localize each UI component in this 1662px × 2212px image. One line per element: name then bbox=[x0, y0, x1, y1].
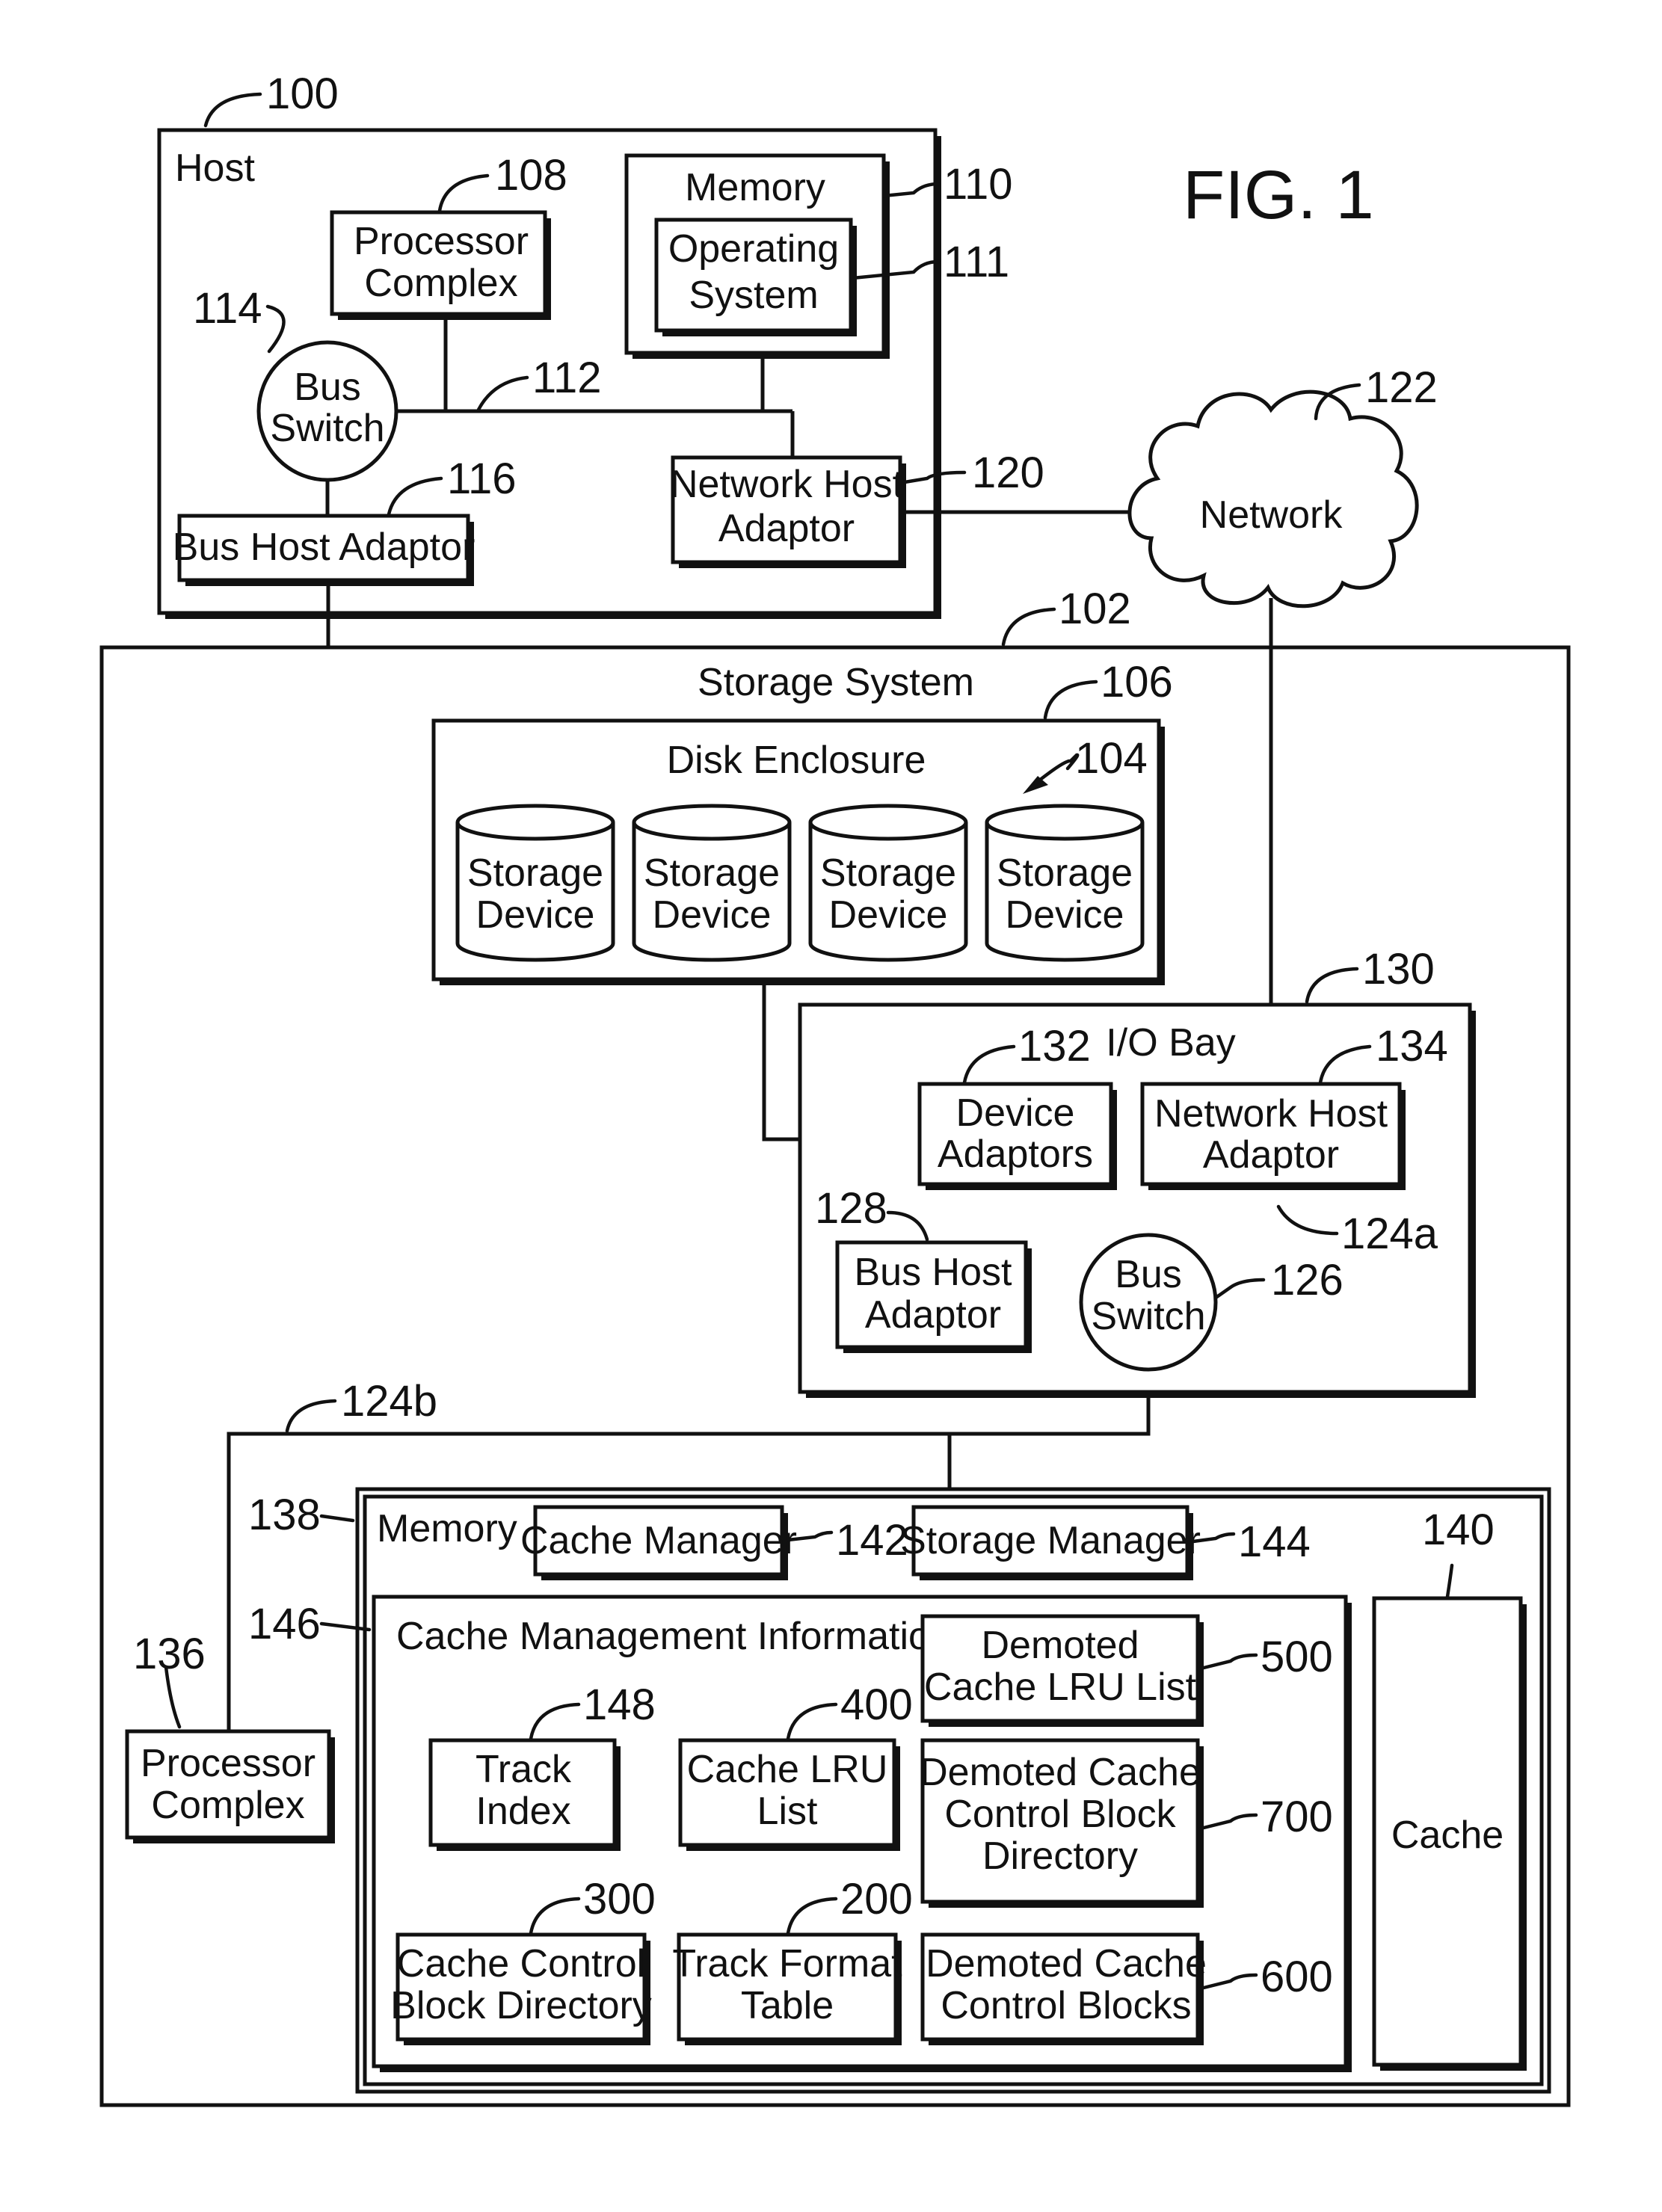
storage-system-ref: 102 bbox=[1059, 585, 1131, 633]
disk-enclosure-ref: 106 bbox=[1101, 658, 1173, 706]
svg-text:Block Directory: Block Directory bbox=[390, 1984, 652, 2027]
svg-text:Storage: Storage bbox=[820, 851, 956, 895]
svg-text:Cache Manager: Cache Manager bbox=[520, 1519, 797, 1562]
svg-text:Cache LRU List: Cache LRU List bbox=[924, 1666, 1197, 1709]
svg-text:Processor: Processor bbox=[354, 220, 529, 263]
storage-devices-ref: 104 bbox=[1075, 734, 1148, 783]
cache-control-block-directory-ref: 300 bbox=[583, 1875, 656, 1923]
svg-text:Cache: Cache bbox=[1391, 1814, 1504, 1857]
svg-text:Switch: Switch bbox=[270, 407, 384, 450]
svg-text:Storage: Storage bbox=[997, 851, 1133, 895]
svg-text:Cache Control: Cache Control bbox=[397, 1942, 645, 1985]
host-bus-host-adaptor-ref: 116 bbox=[447, 455, 516, 503]
svg-text:Track: Track bbox=[475, 1748, 572, 1791]
track-index-ref: 148 bbox=[583, 1680, 656, 1729]
svg-text:Device: Device bbox=[829, 893, 948, 937]
svg-text:Control Block: Control Block bbox=[944, 1793, 1176, 1836]
host-memory: Memory 110 Operating System 111 bbox=[627, 155, 1012, 359]
demoted-cache-control-block-directory-ref: 700 bbox=[1261, 1793, 1333, 1841]
svg-text:Index: Index bbox=[475, 1790, 570, 1833]
host-bus-ref: 112 bbox=[532, 354, 601, 402]
network-cloud: Network 122 bbox=[1130, 363, 1438, 606]
svg-text:Storage Manager: Storage Manager bbox=[900, 1519, 1201, 1562]
storage-processor-complex-ref: 136 bbox=[133, 1630, 206, 1678]
svg-text:Bus: Bus bbox=[294, 366, 361, 409]
svg-text:Demoted: Demoted bbox=[982, 1624, 1139, 1667]
svg-text:Cache LRU: Cache LRU bbox=[687, 1748, 888, 1791]
storage-device-4: Storage Device bbox=[987, 806, 1142, 960]
io-bay-title: I/O Bay bbox=[1106, 1021, 1235, 1065]
svg-text:Device: Device bbox=[476, 893, 595, 937]
operating-system-ref: 111 bbox=[944, 238, 1009, 286]
svg-text:Table: Table bbox=[741, 1984, 834, 2027]
network-ref: 122 bbox=[1365, 363, 1438, 412]
svg-text:Control Blocks: Control Blocks bbox=[941, 1984, 1191, 2027]
svg-text:Complex: Complex bbox=[151, 1784, 304, 1827]
cache-management-information-ref: 146 bbox=[248, 1600, 321, 1648]
storage-memory-title: Memory bbox=[377, 1507, 517, 1550]
svg-text:Demoted Cache: Demoted Cache bbox=[920, 1751, 1201, 1794]
svg-text:Adaptor: Adaptor bbox=[718, 507, 855, 550]
svg-text:Network Host: Network Host bbox=[1154, 1092, 1388, 1136]
host-memory-ref: 110 bbox=[944, 160, 1012, 209]
host-network-host-adaptor: Network Host Adaptor 120 bbox=[670, 449, 1044, 568]
host-network-host-adaptor-ref: 120 bbox=[972, 449, 1044, 497]
cache-management-information: Cache Management Information 146 Track I… bbox=[248, 1597, 1352, 2072]
host-processor-complex-ref: 108 bbox=[495, 151, 567, 200]
cache-management-information-title: Cache Management Information bbox=[396, 1615, 952, 1658]
svg-text:Complex: Complex bbox=[364, 262, 517, 305]
svg-text:System: System bbox=[689, 274, 818, 317]
svg-text:Device: Device bbox=[956, 1091, 1075, 1135]
svg-text:Adaptor: Adaptor bbox=[1203, 1133, 1339, 1177]
storage-manager-ref: 144 bbox=[1238, 1518, 1311, 1566]
svg-text:Device: Device bbox=[1006, 893, 1124, 937]
storage-device-3: Storage Device bbox=[810, 806, 966, 960]
io-bay-bus-host-adaptor-ref: 128 bbox=[815, 1184, 887, 1233]
demoted-cache-control-blocks-ref: 600 bbox=[1261, 1953, 1333, 2001]
svg-text:124a: 124a bbox=[1341, 1210, 1438, 1258]
cache-manager-ref: 142 bbox=[836, 1516, 908, 1565]
svg-text:Bus Host Adaptor: Bus Host Adaptor bbox=[173, 526, 475, 569]
network-label: Network bbox=[1200, 493, 1344, 537]
svg-text:List: List bbox=[757, 1790, 818, 1833]
svg-text:Operating: Operating bbox=[668, 227, 839, 271]
svg-text:Adaptor: Adaptor bbox=[865, 1293, 1001, 1337]
svg-text:Adaptors: Adaptors bbox=[938, 1133, 1093, 1176]
svg-text:Network Host: Network Host bbox=[670, 463, 904, 506]
cache-lru-list-ref: 400 bbox=[840, 1680, 913, 1729]
storage-device-1: Storage Device bbox=[458, 806, 613, 960]
svg-text:Bus Host: Bus Host bbox=[855, 1251, 1013, 1294]
svg-text:Demoted Cache: Demoted Cache bbox=[926, 1942, 1207, 1985]
svg-text:Directory: Directory bbox=[982, 1834, 1138, 1878]
io-bay-ref: 130 bbox=[1362, 945, 1435, 993]
svg-text:Storage: Storage bbox=[467, 851, 603, 895]
host-memory-title: Memory bbox=[685, 166, 825, 209]
io-bay-bus-switch-ref: 126 bbox=[1271, 1256, 1344, 1304]
host-bus-switch-ref: 114 bbox=[193, 284, 262, 333]
svg-text:Processor: Processor bbox=[141, 1742, 316, 1785]
svg-text:124b: 124b bbox=[341, 1377, 437, 1426]
io-bay-network-host-adaptor-ref: 134 bbox=[1376, 1022, 1448, 1070]
io-bay: I/O Bay 130 Device Adaptors 132 Network … bbox=[800, 945, 1476, 1398]
figure-label: FIG. 1 bbox=[1183, 157, 1374, 233]
track-format-table-ref: 200 bbox=[840, 1875, 913, 1923]
cache-ref: 140 bbox=[1422, 1506, 1495, 1554]
storage-memory-ref: 138 bbox=[248, 1491, 321, 1539]
operating-system: Operating System 111 bbox=[656, 220, 1009, 336]
storage-memory: Memory 138 Cache Manager 142 Storage Man… bbox=[248, 1489, 1549, 2092]
svg-text:Bus: Bus bbox=[1115, 1253, 1182, 1296]
svg-text:Storage: Storage bbox=[644, 851, 780, 895]
storage-system-title: Storage System bbox=[698, 661, 974, 704]
svg-text:Track Format: Track Format bbox=[672, 1942, 902, 1985]
demoted-cache-lru-list-ref: 500 bbox=[1261, 1633, 1333, 1681]
svg-text:Switch: Switch bbox=[1091, 1295, 1205, 1338]
host-ref: 100 bbox=[266, 70, 339, 118]
disk-enclosure-title: Disk Enclosure bbox=[667, 739, 926, 782]
host-title: Host bbox=[175, 147, 255, 190]
device-adaptors-ref: 132 bbox=[1018, 1022, 1091, 1070]
storage-device-2: Storage Device bbox=[634, 806, 790, 960]
svg-text:Device: Device bbox=[653, 893, 772, 937]
